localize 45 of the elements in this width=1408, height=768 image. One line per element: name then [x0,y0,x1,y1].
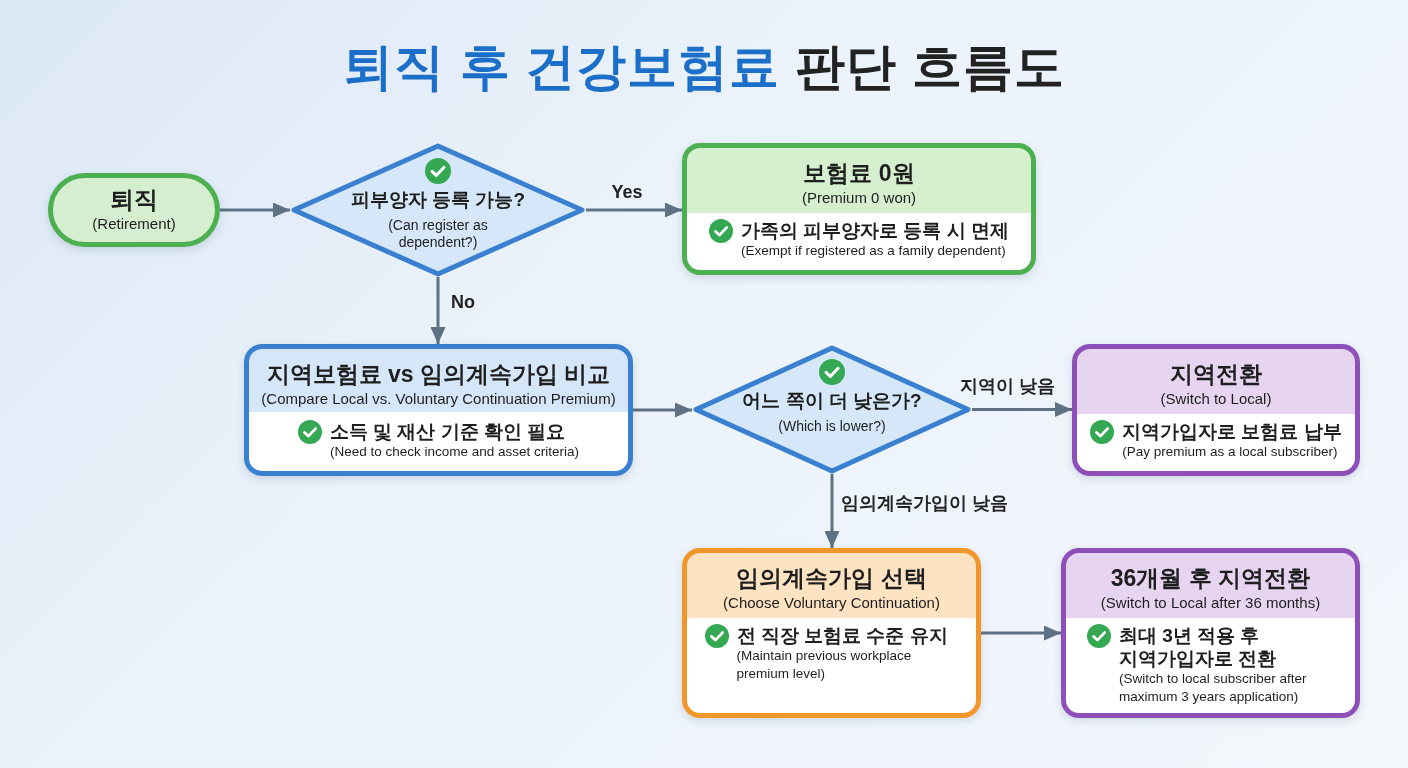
node-subtitle: (Switch to Local) [1160,389,1272,409]
node-note: (Exempt if registered as a family dependent) [740,242,1006,260]
process-box [244,344,633,476]
node-text: 가족의 피부양자로 등록 시 면제 [740,219,1010,242]
node-subtitle: (Premium 0 won) [801,188,917,208]
edge-label: 임의계속가입이 낮음 [841,492,1009,514]
node-note: (Need to check income and asset criteria) [329,443,580,461]
flow-arrow [824,474,840,548]
node-subtitle: (Choose Voluntary Continuation) [723,593,940,613]
decision-diamond [290,143,586,277]
node-subtitle: (Switch to Local after 36 months) [1100,593,1321,613]
process-box [682,143,1036,275]
node-subtitle: (Retirement) [92,214,176,234]
flow-arrow [220,202,290,218]
process-box [1061,548,1360,718]
flow-arrow [430,277,446,344]
node-note: (Pay premium as a local subscriber) [1122,443,1338,461]
node-title: 지역보험료 vs 임의계속가입 비교 [266,360,611,389]
node-title: 임의계속가입 선택 [736,564,927,593]
node-subtitle: (Can register as dependent?) [387,217,489,251]
node-title: 퇴직 [110,186,158,214]
node-text: 최대 3년 적용 후 지역가입자로 전환 [1119,624,1278,670]
node-text: 전 직장 보험료 수준 유지 [736,624,948,647]
process-box [682,548,981,718]
node-subtitle: (Compare Local vs. Voluntary Continuation Premium) [261,389,616,409]
edge-label: No [451,291,475,313]
flow-arrow [972,402,1072,417]
node-title: 어느 쪽이 더 낮은가? [742,389,922,413]
flow-arrow [633,402,692,418]
diagram-title: 퇴직 후 건강보험료 판단 흐름도 [342,38,1066,97]
flow-arrow [981,625,1061,641]
node-note: (Switch to local subscriber after maximum 3 years application) [1119,670,1308,706]
node-subtitle: (Which is lower?) [778,418,886,435]
terminal-box [48,173,220,247]
process-box [1072,344,1360,476]
node-title: 보험료 0원 [803,159,915,188]
node-note: (Maintain previous workplace premium level) [736,647,913,683]
edge-label: Yes [611,181,643,203]
flow-arrow [586,202,682,218]
node-title: 지역전환 [1170,360,1262,389]
node-text: 지역가입자로 보험료 납부 [1122,420,1342,443]
node-title: 36개월 후 지역전환 [1110,564,1311,593]
edge-label: 지역이 낮음 [960,375,1056,397]
node-title: 피부양자 등록 가능? [350,188,526,212]
node-text: 소득 및 재산 기준 확인 필요 [329,420,566,443]
